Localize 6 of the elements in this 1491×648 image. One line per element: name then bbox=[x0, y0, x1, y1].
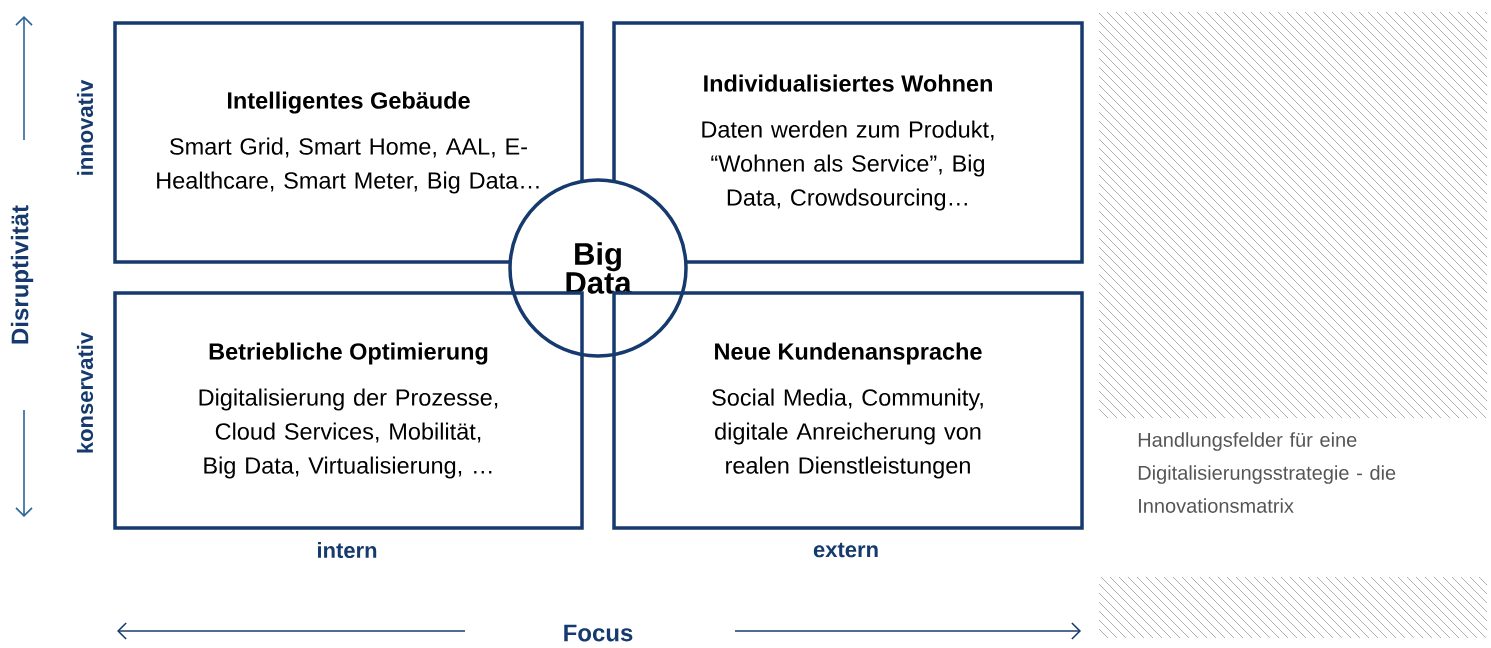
axis-title: Disruptivität bbox=[10, 205, 34, 344]
axis-label: konservativ bbox=[76, 331, 94, 453]
axis-title: Focus bbox=[564, 624, 633, 642]
caption: Handlungsfelder für eine Digitalisierungsstrategie - die Innovationsmatrix bbox=[1138, 432, 1396, 513]
axis-label: innovativ bbox=[76, 79, 94, 175]
quadrant-box: Betriebliche Optimierung Digitalisierung der Prozesse, Cloud Services, Mobilität, Big Data, Virtualisierung, … bbox=[113, 291, 584, 530]
